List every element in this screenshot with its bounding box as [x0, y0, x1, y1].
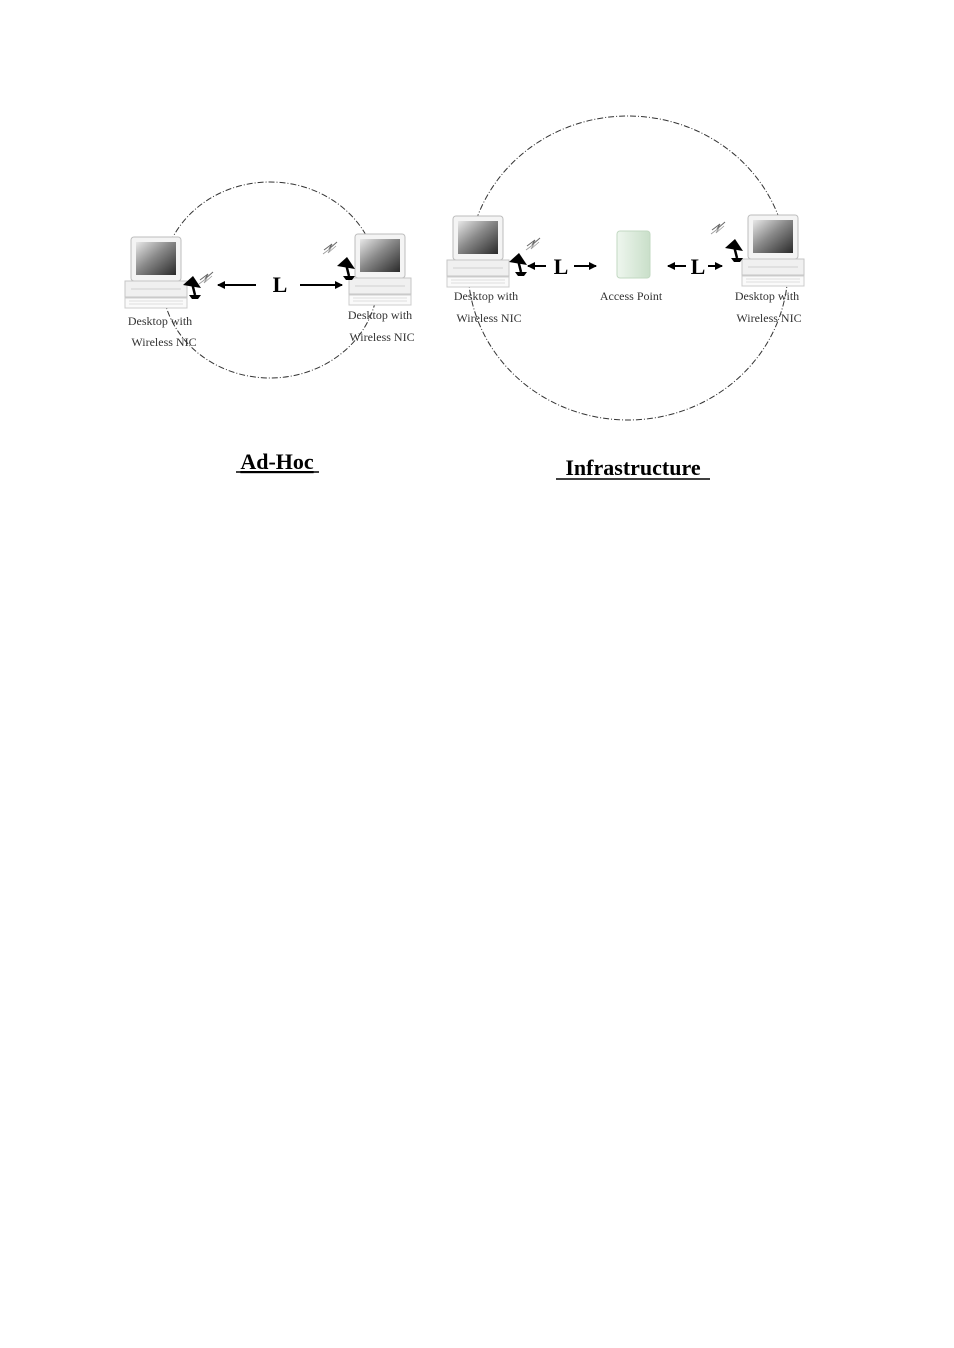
- signal-icon: [198, 271, 214, 285]
- adhoc-right-label-line1: Desktop with: [348, 308, 412, 322]
- desktop-computer-icon: [446, 215, 510, 288]
- infra-left-label-line2: Wireless NIC: [456, 311, 521, 325]
- adhoc-left-label-line1: Desktop with: [128, 314, 192, 328]
- desktop-computer-icon: [348, 233, 412, 306]
- adhoc-title: Ad-Hoc: [240, 449, 314, 474]
- antenna-icon: [335, 255, 357, 282]
- access-point-label: Access Point: [600, 289, 663, 303]
- infra-right-desktop: Desktop with Wireless NIC: [710, 214, 805, 325]
- adhoc-section: Desktop with Wireless NIC Desktop with W…: [124, 181, 415, 474]
- desktop-computer-icon: [741, 214, 805, 287]
- adhoc-right-desktop: Desktop with Wireless NIC: [322, 233, 415, 344]
- infra-distance-label-right: L: [691, 254, 706, 279]
- signal-icon: [525, 237, 541, 251]
- infra-access-point: Access Point: [600, 230, 663, 303]
- antenna-icon: [507, 251, 529, 278]
- infrastructure-section: Desktop with Wireless NIC Access Point D…: [446, 115, 805, 480]
- adhoc-left-desktop: Desktop with Wireless NIC: [124, 236, 214, 349]
- adhoc-left-label-line2: Wireless NIC: [131, 335, 196, 349]
- infra-distance-label-left: L: [554, 254, 569, 279]
- adhoc-right-label-line2: Wireless NIC: [349, 330, 414, 344]
- infra-right-label-line2: Wireless NIC: [736, 311, 801, 325]
- infra-left-label-line1: Desktop with: [454, 289, 518, 303]
- access-point-icon: [616, 230, 651, 279]
- signal-icon: [322, 241, 338, 255]
- infrastructure-title: Infrastructure: [565, 455, 700, 480]
- antenna-icon: [723, 237, 745, 264]
- infra-right-label-line1: Desktop with: [735, 289, 799, 303]
- desktop-computer-icon: [124, 236, 188, 309]
- infra-left-desktop: Desktop with Wireless NIC: [446, 215, 541, 325]
- signal-icon: [710, 221, 726, 235]
- adhoc-distance-label: L: [273, 272, 288, 297]
